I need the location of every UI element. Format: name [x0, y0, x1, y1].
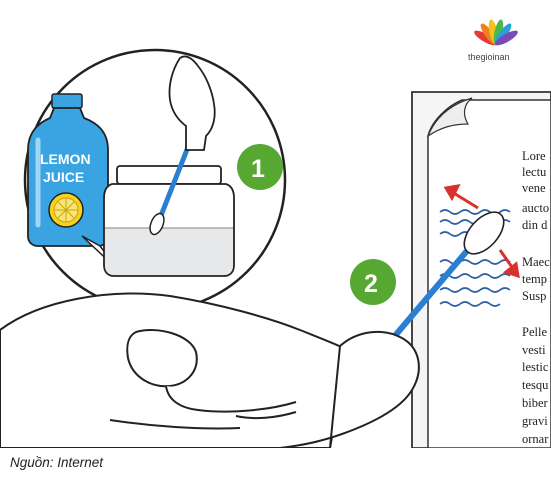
cotton-swab-in-jar [149, 139, 193, 236]
doc-line: biber [522, 396, 549, 410]
bottle-label-line1: LEMON [40, 151, 91, 167]
doc-line: lectu [522, 165, 547, 179]
doc-line: tesqu [522, 378, 549, 392]
doc-line: vene [522, 181, 546, 195]
glass-jar [103, 165, 235, 277]
doc-line: din d [522, 218, 548, 232]
doc-line: aucto [522, 201, 549, 215]
step2-badge: 2 [350, 259, 396, 305]
lemon-juice-bottle: LEMON JUICE [27, 93, 109, 247]
hand-step1 [168, 55, 216, 151]
doc-line: gravi [522, 414, 548, 428]
doc-line: lestic [522, 360, 549, 374]
arrow-down-right-icon [502, 261, 520, 279]
lemon-slice-icon [48, 192, 84, 228]
image-caption: Nguồn: Internet [10, 455, 104, 470]
arrow-up-left-icon [443, 184, 461, 202]
doc-line: Pelle [522, 325, 547, 339]
step2-number: 2 [364, 270, 378, 298]
flower-icon [474, 19, 518, 46]
document-text: Lore lectu vene aucto din d Maec temp Su… [522, 149, 550, 446]
document-paper [411, 91, 551, 448]
doc-line: Maec [522, 255, 550, 269]
doc-line: ornar [522, 432, 549, 446]
logo-text: thegioinan [468, 52, 510, 62]
red-arrows [443, 184, 520, 279]
doc-line: Susp [522, 289, 546, 303]
doc-line: Lore [522, 149, 546, 163]
doc-line: vesti [522, 343, 546, 357]
bottle-label-line2: JUICE [43, 169, 84, 185]
doc-line: temp [522, 272, 547, 286]
illustration: thegioinan LEMON JUICE 1 [0, 19, 551, 448]
cotton-swab-on-paper [385, 211, 505, 347]
hand-step2 [0, 292, 420, 448]
step1-badge: 1 [237, 144, 283, 190]
brand-logo: thegioinan [468, 19, 518, 62]
step1-number: 1 [251, 155, 265, 183]
